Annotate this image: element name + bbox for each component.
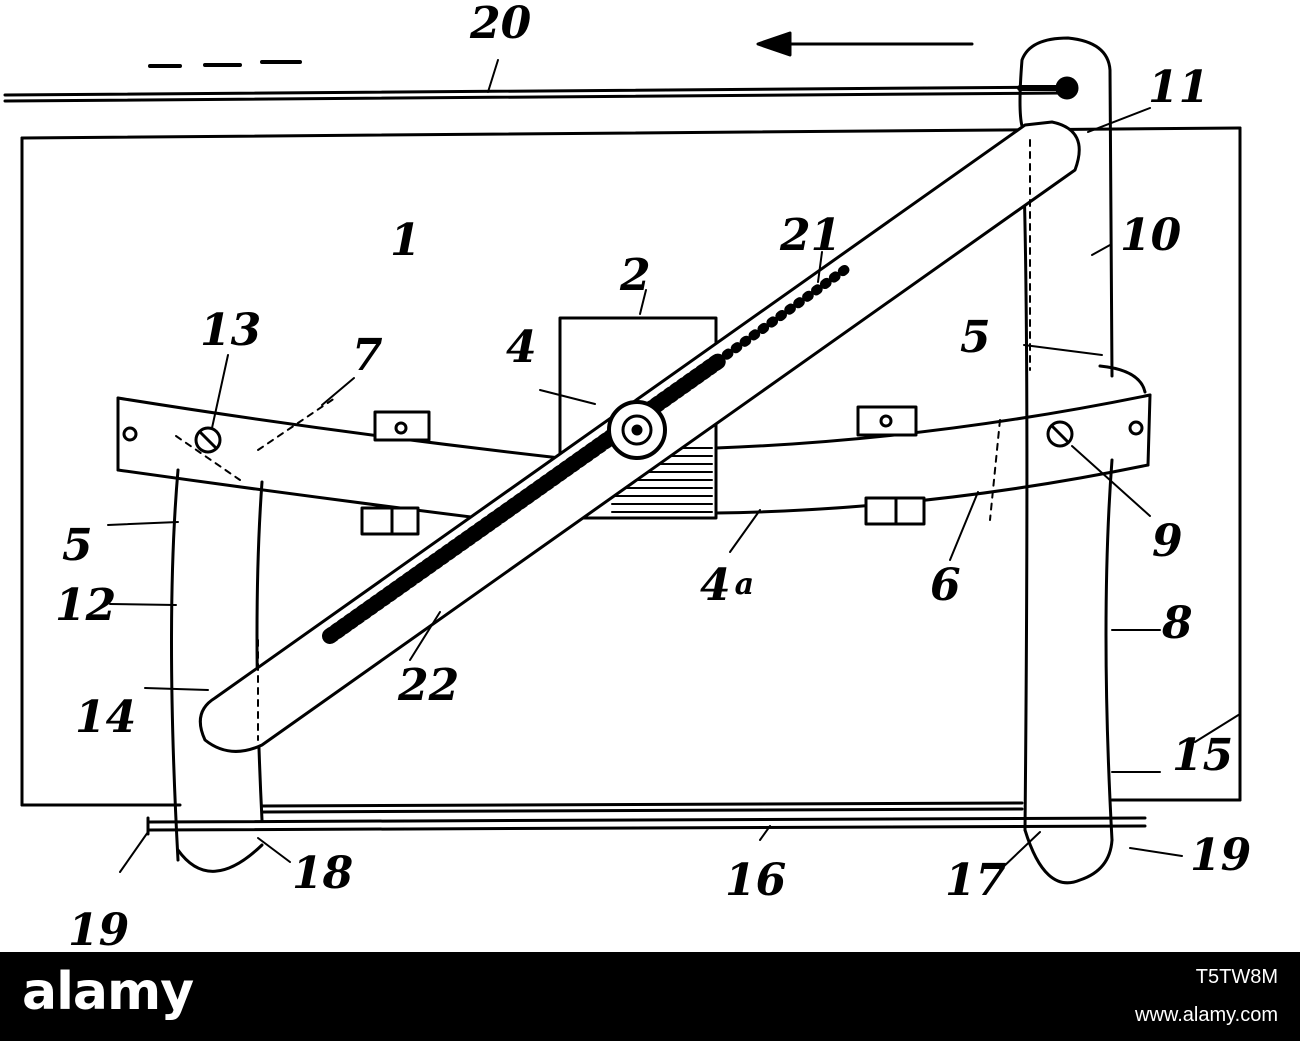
patent-drawing: 20 1 2 4 4a 5 6 5 13 7 9 10 8 11 21 22 1…	[3, 0, 1251, 952]
image-id: T5TW8M	[1195, 966, 1278, 988]
guide-blocks	[360, 364, 1147, 536]
numeral-22: 22	[397, 660, 459, 711]
leader-lines	[107, 59, 1241, 873]
alamy-logo: alamy	[22, 962, 194, 1022]
numeral-21: 21	[779, 210, 841, 261]
numeral-10: 10	[1120, 210, 1182, 261]
numeral-17: 17	[945, 855, 1007, 906]
top-rod	[3, 60, 1064, 103]
numeral-6: 6	[930, 560, 961, 611]
hidden-lines	[175, 139, 1031, 741]
bottom-rod	[146, 801, 1147, 836]
numeral-11: 11	[1148, 62, 1209, 113]
numeral-20: 20	[469, 0, 532, 49]
footer-url: www.alamy.com	[1135, 1004, 1278, 1026]
numeral-16: 16	[725, 855, 786, 906]
numeral-5-right: 5	[960, 312, 991, 363]
numeral-18: 18	[292, 848, 353, 899]
pins	[194, 420, 1074, 454]
numeral-5-left: 5	[62, 520, 93, 571]
numeral-12: 12	[55, 580, 116, 631]
numeral-19-right: 19	[1190, 830, 1251, 881]
numeral-4: 4	[506, 322, 537, 373]
direction-arrow	[756, 31, 974, 57]
numeral-8: 8	[1161, 598, 1193, 649]
watermark-footer: alamy T5TW8M www.alamy.com	[0, 952, 1300, 1041]
numeral-19-left: 19	[68, 905, 129, 952]
numeral-9: 9	[1152, 516, 1183, 567]
left-arm	[170, 468, 264, 873]
numeral-7: 7	[352, 330, 383, 381]
numeral-15: 15	[1172, 730, 1233, 781]
numeral-1: 1	[390, 215, 421, 266]
numeral-2: 2	[619, 250, 651, 301]
numeral-13: 13	[200, 305, 261, 356]
pivot	[607, 400, 667, 460]
numeral-14: 14	[75, 692, 136, 743]
